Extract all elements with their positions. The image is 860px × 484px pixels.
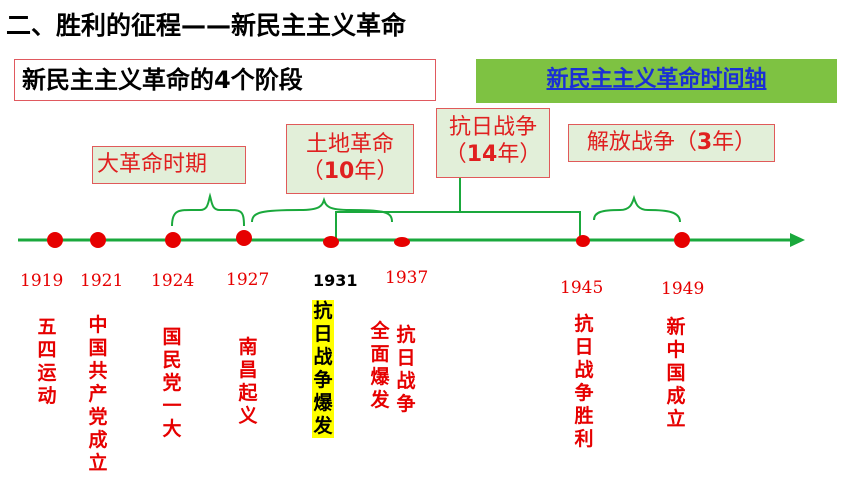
event-cpc-founded: 中国共产党成立 [88,314,108,474]
brace-land-revolution [251,196,393,223]
period-war-duration: （14年） [444,142,542,167]
year-1945: 1945 [560,278,604,298]
page-title: 二、胜利的征程——新民主主义革命 [6,11,407,40]
dot-1945 [576,235,590,247]
dot-1919 [47,232,63,248]
brace-liberation [593,194,681,223]
year-1919: 1919 [20,271,64,291]
period-war-name: 抗日战争 [448,115,537,140]
dot-1949 [674,232,690,248]
period-land-name: 土地革命 [305,132,394,157]
period-land-duration: （10年） [301,159,399,184]
dot-1927 [236,230,252,246]
brace-great-revolution [171,192,245,227]
period-great-revolution: 大革命时期 [92,146,246,184]
event-anti-japanese-war: 抗日战争 [396,324,416,415]
event-kmt-congress: 国民党一大 [162,326,182,440]
stages-heading: 新民主主义革命的4个阶段 [14,59,436,101]
period-land-revolution: 土地革命 （10年） [286,124,414,194]
dot-1921 [90,232,106,248]
event-war-victory: 抗日战争胜利 [574,313,594,450]
year-1921: 1921 [80,271,124,291]
event-nanchang-uprising: 南昌起义 [238,336,258,427]
event-may-fourth: 五四运动 [37,316,57,407]
period-anti-japanese-war: 抗日战争 （14年） [436,108,550,178]
year-1924: 1924 [151,271,195,291]
dot-1937 [394,237,410,247]
year-1949: 1949 [661,279,705,299]
event-prc-founded: 新中国成立 [666,316,686,430]
year-1937: 1937 [385,268,429,288]
timeline-link[interactable]: 新民主主义革命时间轴 [476,59,837,103]
dot-1931 [323,236,339,248]
axis-arrowhead [790,233,805,247]
dot-1924 [165,232,181,248]
year-1927: 1927 [226,270,270,290]
period-liberation-war: 解放战争（3年） [568,124,775,162]
event-war-outbreak-1931: 抗日战争爆发 [312,300,334,438]
year-1931: 1931 [313,271,358,290]
event-full-scale-war: 全面爆发 [370,320,390,411]
bracket-anti-japanese-war [335,211,581,240]
